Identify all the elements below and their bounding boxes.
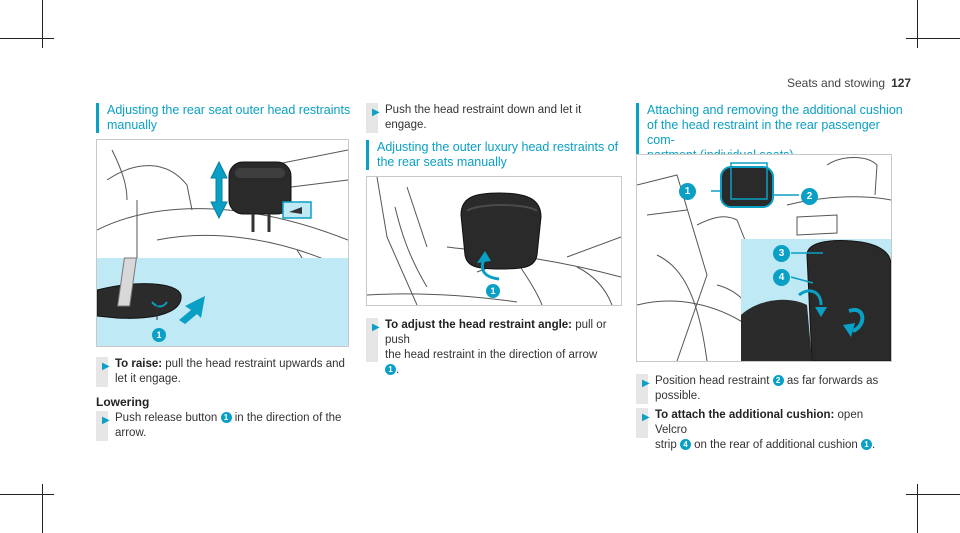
up-down-arrow: [210, 160, 228, 220]
callout-2: 2: [801, 188, 818, 205]
step-attach-cushion: ▶ To attach the additional cushion: open…: [636, 408, 898, 453]
step-raise: ▶ To raise: pull the head restraint upwa…: [96, 357, 356, 387]
additional-cushion-illustration: [637, 157, 891, 361]
callout-1: 1: [860, 439, 872, 451]
callout-1: 1: [220, 412, 232, 424]
step-arrow-icon: ▶: [642, 378, 650, 389]
callout-1: 1: [486, 284, 500, 298]
head-restraint-illustration: [97, 149, 348, 346]
step-arrow-icon: ▶: [102, 361, 110, 372]
callout-4: 4: [773, 269, 790, 286]
crop-mark: [0, 494, 54, 495]
step-position-head-restraint: ▶ Position head restraint 2 as far forwa…: [636, 374, 898, 404]
crop-mark: [906, 494, 960, 495]
crop-mark: [917, 0, 918, 48]
callout-3: 3: [773, 245, 790, 262]
figure-additional-cushion: 1 2 3 4: [636, 154, 892, 362]
crop-mark: [906, 38, 960, 39]
section-title-rear-head-restraints: Adjusting the rear seat outer head restr…: [96, 103, 357, 133]
callout-1: 1: [385, 364, 396, 376]
step-adjust-angle: ▶ To adjust the head restraint angle: pu…: [366, 318, 628, 378]
callout-4: 4: [679, 439, 691, 451]
step-push-release: ▶ Push release button 1 in the direction…: [96, 411, 356, 441]
crop-mark: [42, 484, 43, 533]
crop-mark: [42, 0, 43, 48]
figure-luxury-head-restraint: 1: [366, 176, 622, 306]
crop-mark: [917, 484, 918, 533]
running-head: Seats and stowing 127: [787, 76, 911, 90]
luxury-head-restraint-illustration: [367, 177, 621, 305]
figure-rear-head-restraint: 1: [96, 139, 349, 347]
callout-1: 1: [152, 328, 166, 342]
callout-2: 2: [772, 375, 784, 387]
step-push-down: ▶ Push the head restraint down and let i…: [366, 103, 626, 133]
crop-mark: [0, 38, 54, 39]
step-arrow-icon: ▶: [372, 107, 380, 118]
step-arrow-icon: ▶: [102, 415, 110, 426]
page-number: 127: [891, 76, 912, 90]
section-title-luxury-head-restraints: Adjusting the outer luxury head restrain…: [366, 140, 631, 170]
step-arrow-icon: ▶: [642, 412, 650, 423]
step-arrow-icon: ▶: [372, 322, 380, 333]
section-name: Seats and stowing: [787, 76, 886, 90]
lowering-heading: Lowering: [96, 395, 150, 409]
callout-1: 1: [679, 183, 696, 200]
